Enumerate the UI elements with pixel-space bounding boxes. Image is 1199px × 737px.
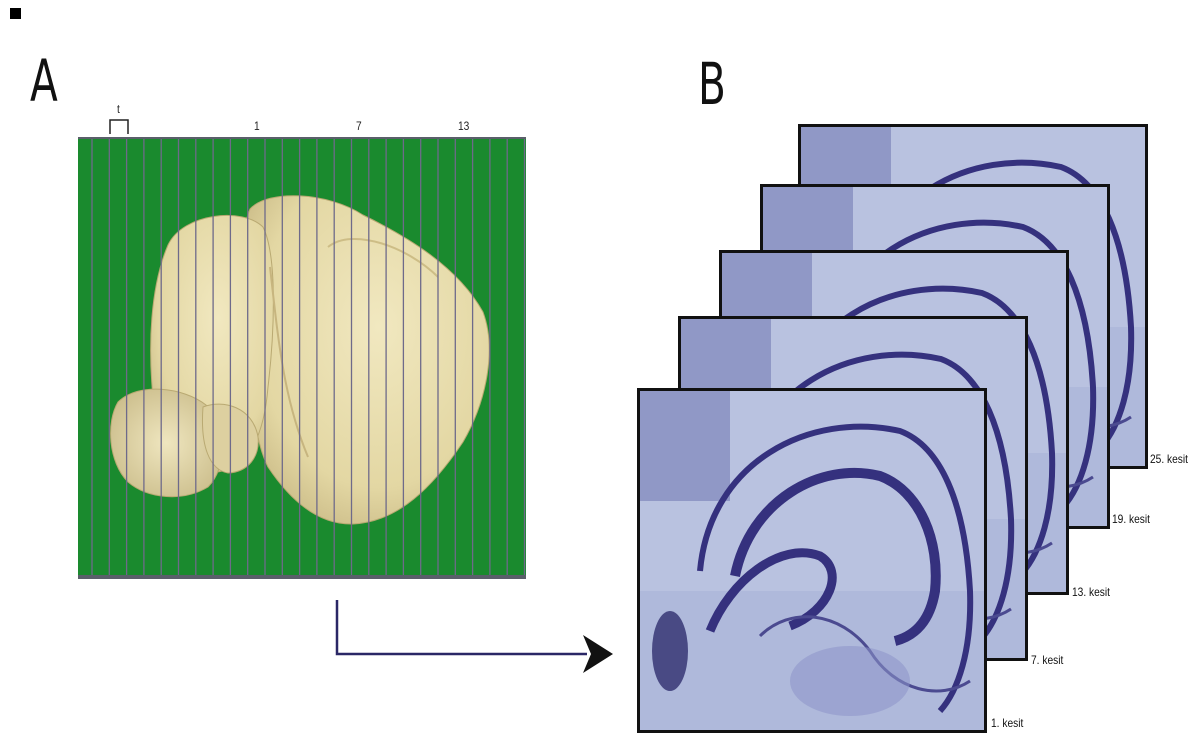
section-label: 1. kesit (991, 716, 1023, 730)
brain-slicing-image (78, 137, 526, 579)
slice-number-1: 1 (254, 119, 260, 133)
section-label: 7. kesit (1031, 653, 1063, 667)
corner-marker (10, 8, 21, 19)
section-label: 19. kesit (1112, 512, 1150, 526)
slice-number-13: 13 (458, 119, 469, 133)
section-label: 25. kesit (1150, 452, 1188, 466)
panel-b-letter: B (698, 55, 726, 113)
slice-thickness-label: t (117, 102, 120, 116)
direction-arrow (325, 597, 615, 682)
hippocampus-section (637, 388, 987, 733)
slice-thickness-bracket (108, 118, 132, 134)
section-label: 13. kesit (1072, 585, 1110, 599)
panel-a-letter: A (30, 52, 58, 110)
slice-number-7: 7 (356, 119, 362, 133)
